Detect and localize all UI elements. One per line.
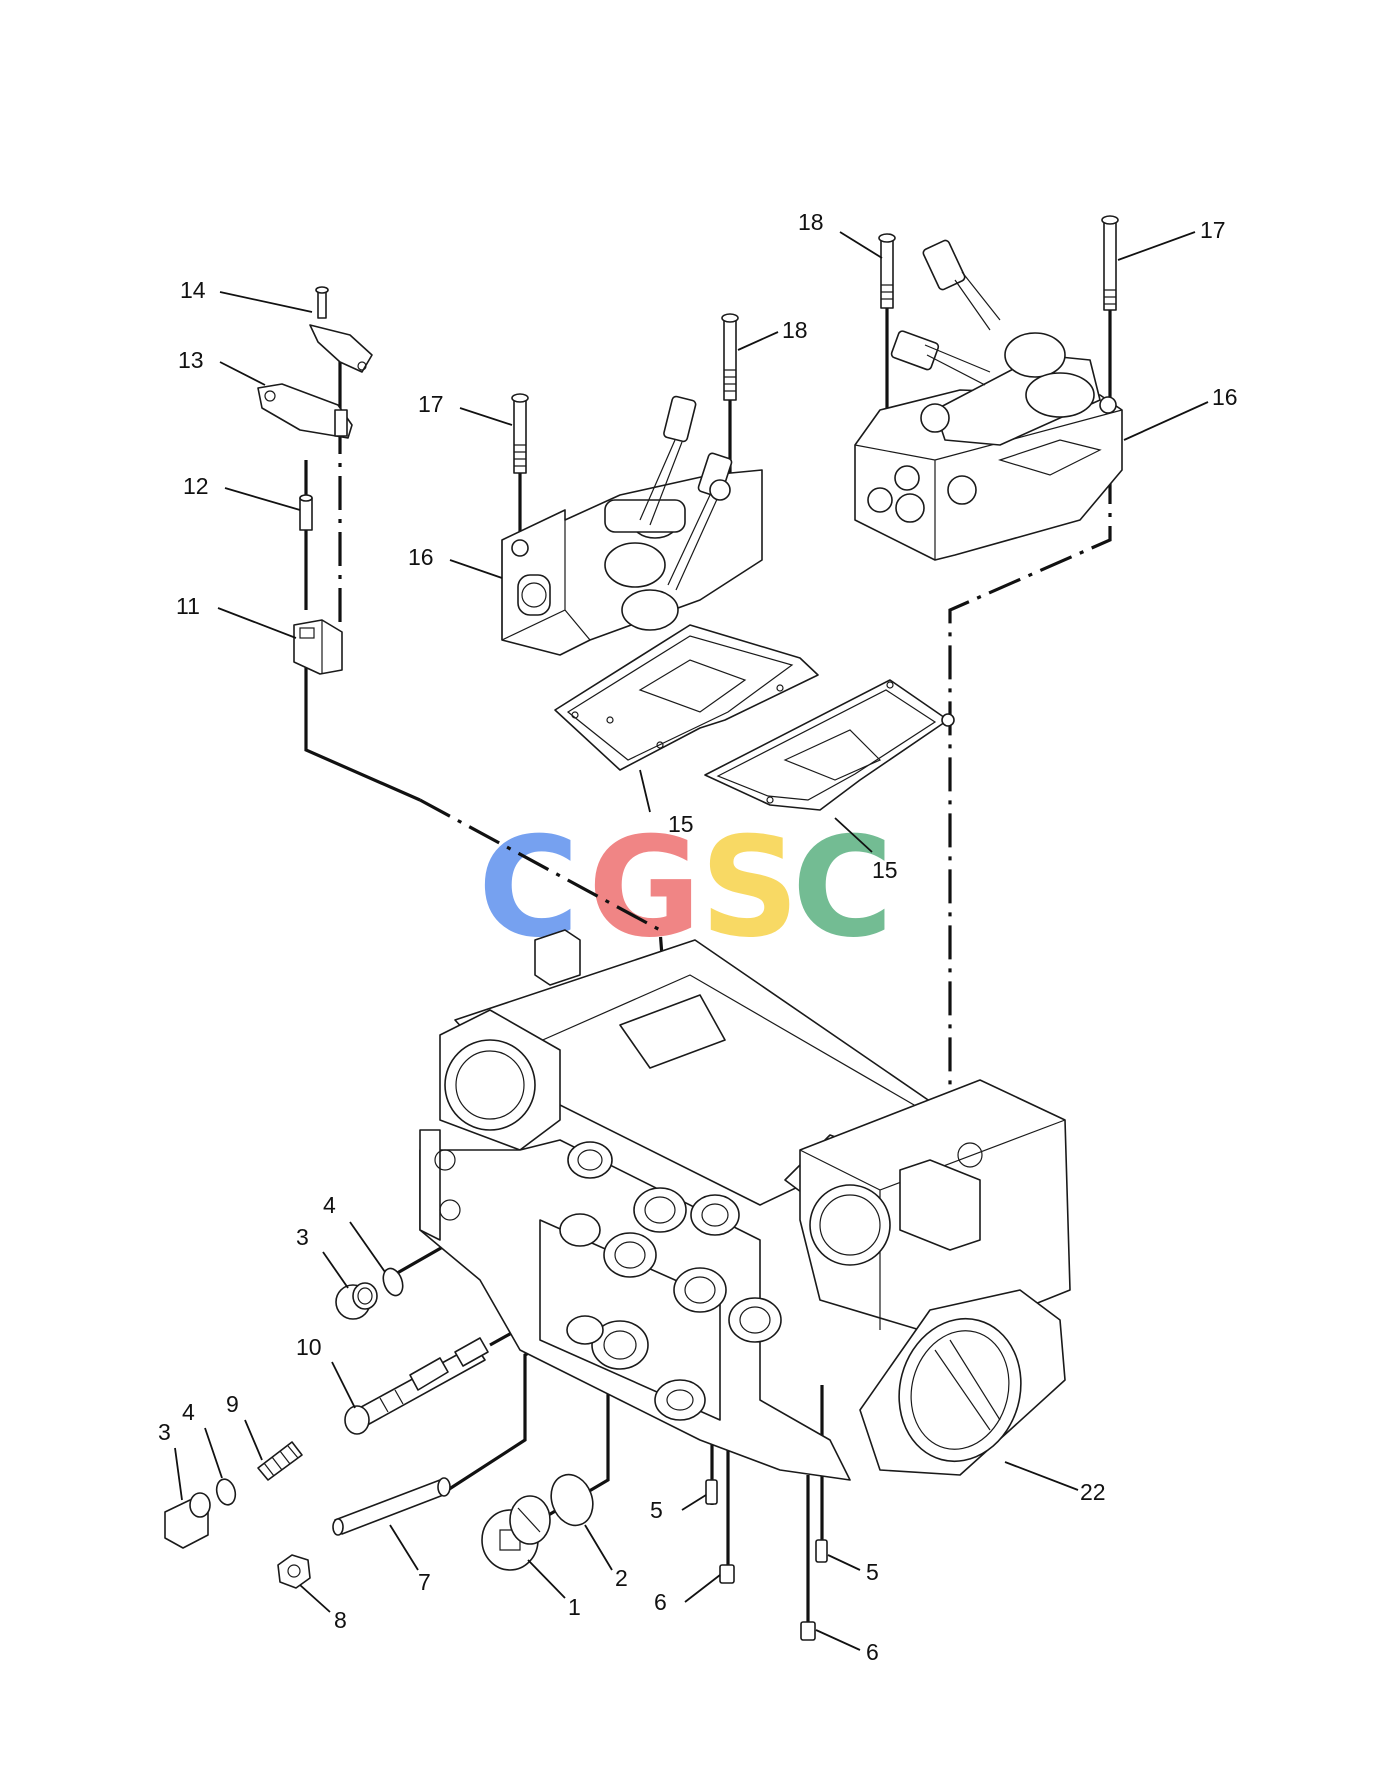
part-13-lever — [257, 383, 353, 439]
watermark: C G S C — [478, 807, 893, 968]
part-4-oring-lower — [215, 1478, 237, 1506]
callout-16-right: 16 — [1212, 384, 1238, 410]
callout-16-left: 16 — [408, 544, 434, 570]
callout-17-left: 17 — [418, 391, 444, 417]
leader-lines — [174, 231, 1209, 1651]
callout-6-right: 6 — [866, 1639, 879, 1665]
callout-5-left: 5 — [650, 1497, 663, 1523]
callout-7: 7 — [418, 1569, 431, 1595]
callout-18-right: 18 — [798, 209, 824, 235]
part-3-plug-lower — [164, 1492, 211, 1549]
part-15-gasket-right — [704, 679, 955, 811]
part-2-oring — [550, 1473, 594, 1527]
part-1-plug — [481, 1495, 551, 1571]
part-8-nut — [277, 1554, 311, 1589]
part-18-bolt-left — [721, 313, 739, 401]
part-6-dowel-left — [719, 1564, 735, 1584]
part-18-bolt-right — [878, 233, 896, 309]
watermark-letter-2: G — [588, 807, 701, 968]
callout-3-upper: 3 — [296, 1224, 309, 1250]
part-14-bracket — [309, 286, 373, 373]
callout-1: 1 — [568, 1594, 581, 1620]
callout-4-upper: 4 — [323, 1192, 336, 1218]
part-6-dowel-right — [800, 1621, 816, 1641]
callout-13: 13 — [178, 347, 204, 373]
callout-12: 12 — [183, 473, 209, 499]
part-9-spring — [257, 1441, 303, 1481]
callout-4-lower: 4 — [182, 1399, 195, 1425]
callout-5-right: 5 — [866, 1559, 879, 1585]
part-12-screw — [299, 494, 313, 531]
callout-15-right: 15 — [872, 857, 898, 883]
callout-10: 10 — [296, 1334, 322, 1360]
part-15-gasket-left — [554, 624, 819, 771]
callout-14: 14 — [180, 277, 206, 303]
part-16-solenoid-valve-right — [854, 239, 1123, 561]
callout-22: 22 — [1080, 1479, 1106, 1505]
part-3-plug-upper — [335, 1282, 378, 1320]
part-5-dowel-left — [705, 1479, 718, 1505]
callout-3-lower: 3 — [158, 1419, 171, 1445]
part-11-clip — [293, 619, 343, 675]
callout-2: 2 — [615, 1565, 628, 1591]
callout-9: 9 — [226, 1391, 239, 1417]
part-5-dowel-right — [815, 1539, 828, 1563]
callout-18-left: 18 — [782, 317, 808, 343]
callout-17-right: 17 — [1200, 217, 1226, 243]
callout-6-left: 6 — [654, 1589, 667, 1615]
callout-labels: 14 13 12 11 17 18 16 18 17 16 15 15 3 4 … — [158, 209, 1238, 1665]
part-16-solenoid-valve-left — [501, 395, 763, 656]
part-22-housing — [419, 929, 1071, 1481]
watermark-letter-3: S — [700, 807, 799, 968]
callout-15-left: 15 — [668, 811, 694, 837]
watermark-letter-4: C — [792, 807, 893, 968]
part-4-oring-upper — [382, 1267, 404, 1297]
callout-8: 8 — [334, 1607, 347, 1633]
part-17-bolt-left — [511, 393, 529, 474]
callout-11: 11 — [176, 593, 200, 619]
part-10-spool — [344, 1337, 489, 1435]
part-17-bolt-right — [1101, 215, 1119, 311]
part-7-pin — [332, 1477, 451, 1536]
